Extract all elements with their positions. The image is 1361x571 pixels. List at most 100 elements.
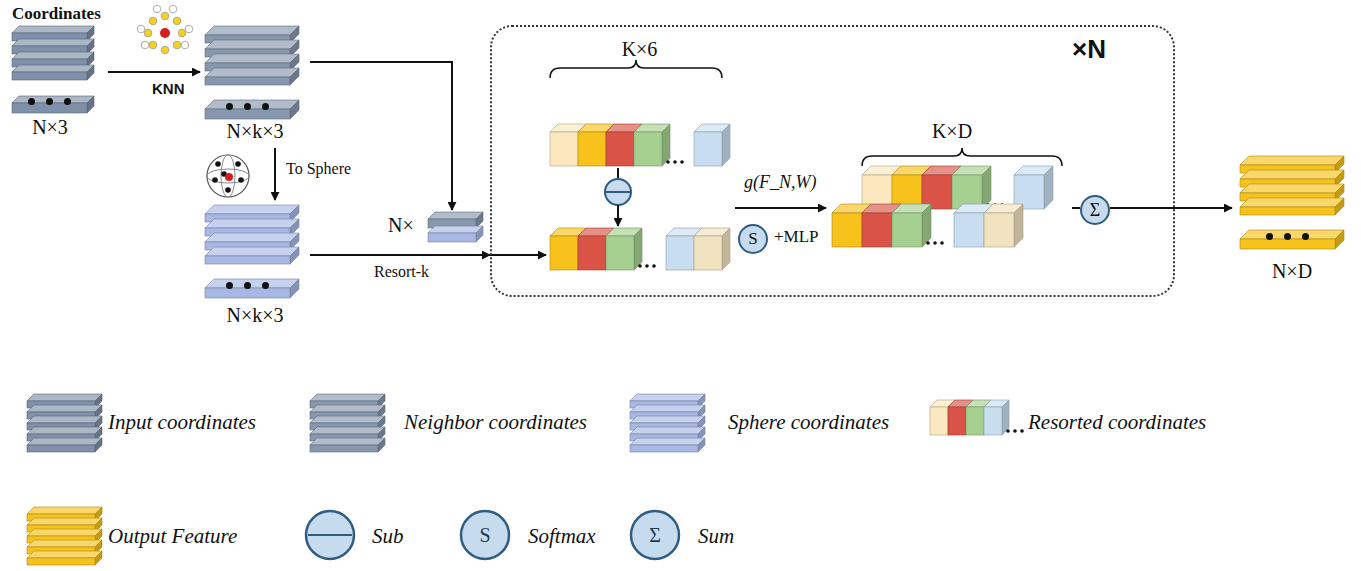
slab-top	[205, 40, 299, 49]
sub-circle	[605, 179, 631, 205]
dot	[666, 160, 670, 164]
node-label: K×6	[622, 38, 658, 61]
slab-top	[27, 438, 102, 445]
slab-top	[12, 26, 94, 33]
brace	[550, 60, 722, 78]
slab-front	[27, 445, 95, 452]
slab-front	[310, 445, 378, 452]
operator-circle: S	[738, 224, 768, 254]
swatch-stack	[25, 505, 107, 567]
dot	[46, 98, 53, 105]
slab-side	[1014, 204, 1023, 247]
slab-front	[606, 236, 634, 270]
node-label: N×k×3	[226, 120, 283, 143]
illustration-group	[12, 5, 1344, 298]
legend-swatch	[628, 392, 710, 454]
legend-symbol: S	[477, 524, 492, 547]
legend-text: Output Feature	[108, 524, 237, 549]
slab-front	[984, 213, 1014, 247]
dot	[244, 103, 251, 110]
repeat-block: ×NK×6SK×DΣ	[490, 25, 1175, 297]
knn-point	[144, 29, 152, 37]
swatch-stack	[25, 392, 107, 454]
slab-front	[630, 445, 698, 452]
connector	[1110, 207, 1232, 209]
legend-swatch	[25, 392, 107, 454]
slab-side	[290, 279, 299, 298]
slab-side	[982, 166, 991, 209]
slab-top	[12, 52, 94, 59]
sphere-point	[212, 177, 218, 183]
slab-front	[428, 233, 476, 242]
slab-top	[428, 212, 483, 219]
legend-text: Softmax	[528, 524, 596, 549]
dot	[262, 282, 269, 289]
dot	[262, 103, 269, 110]
swatch-stack	[308, 392, 390, 454]
dot	[226, 103, 233, 110]
sphere-point	[215, 161, 221, 167]
legend-text: Resorted coordinates	[1028, 410, 1206, 435]
slab-front	[862, 213, 892, 247]
sub-sign	[606, 191, 630, 193]
slab-front	[606, 132, 634, 166]
slab-side	[290, 247, 299, 264]
slab-front	[205, 109, 290, 119]
slab-top	[27, 529, 102, 536]
swatch-stack	[628, 392, 710, 454]
slab-top	[12, 39, 94, 46]
dot	[1284, 233, 1291, 240]
dot	[1013, 429, 1017, 433]
slab-side	[1335, 198, 1344, 215]
slab-top	[12, 96, 94, 103]
slab-top	[1240, 156, 1344, 165]
dot	[1020, 429, 1024, 433]
slab-top	[205, 247, 299, 256]
node-label: N×	[388, 214, 414, 237]
slab-front	[892, 213, 922, 247]
slab-top	[310, 394, 385, 401]
operator-circle: Σ	[1080, 195, 1110, 225]
legend-circle	[631, 511, 679, 559]
stack-node: N×k×3	[200, 22, 310, 148]
stack-node: N×k×3	[200, 200, 310, 332]
slab-top	[27, 405, 102, 412]
node-label: Σ	[1090, 200, 1100, 221]
slab-top	[1240, 184, 1344, 193]
slab-front	[27, 558, 95, 565]
slab-top	[205, 233, 299, 242]
legend-symbol: Σ	[647, 524, 663, 547]
knn-point	[173, 41, 181, 49]
slab-top	[310, 427, 385, 434]
slab-top	[27, 518, 102, 525]
slab-side	[1335, 230, 1344, 249]
slab-top	[1240, 230, 1344, 239]
sphere-icon	[207, 169, 249, 183]
connector	[1072, 207, 1080, 209]
stack-node: K×D	[832, 120, 1072, 255]
knn-point	[181, 41, 189, 49]
edge-label: To Sphere	[284, 160, 353, 178]
slab-top	[27, 507, 102, 514]
stack-node: K×6	[547, 38, 732, 178]
slab-front	[205, 77, 290, 85]
slab-front	[966, 407, 984, 435]
slab-top	[27, 551, 102, 558]
dot	[926, 241, 930, 245]
slab-top	[428, 226, 483, 233]
slab-front	[954, 213, 984, 247]
legend-text: Neighbor coordinates	[404, 410, 587, 435]
slab-top	[630, 405, 705, 412]
slab-top	[1240, 198, 1344, 207]
heading: Coordinates	[12, 4, 101, 24]
legend-text: Input coordinates	[108, 410, 256, 435]
knn-center	[160, 28, 170, 38]
dot	[652, 264, 656, 268]
slab-top	[630, 394, 705, 401]
stack-node: N×	[386, 210, 482, 242]
slab-side	[662, 124, 670, 166]
slab-top	[205, 100, 299, 109]
slab-side	[922, 204, 931, 247]
slab-top	[12, 65, 94, 72]
